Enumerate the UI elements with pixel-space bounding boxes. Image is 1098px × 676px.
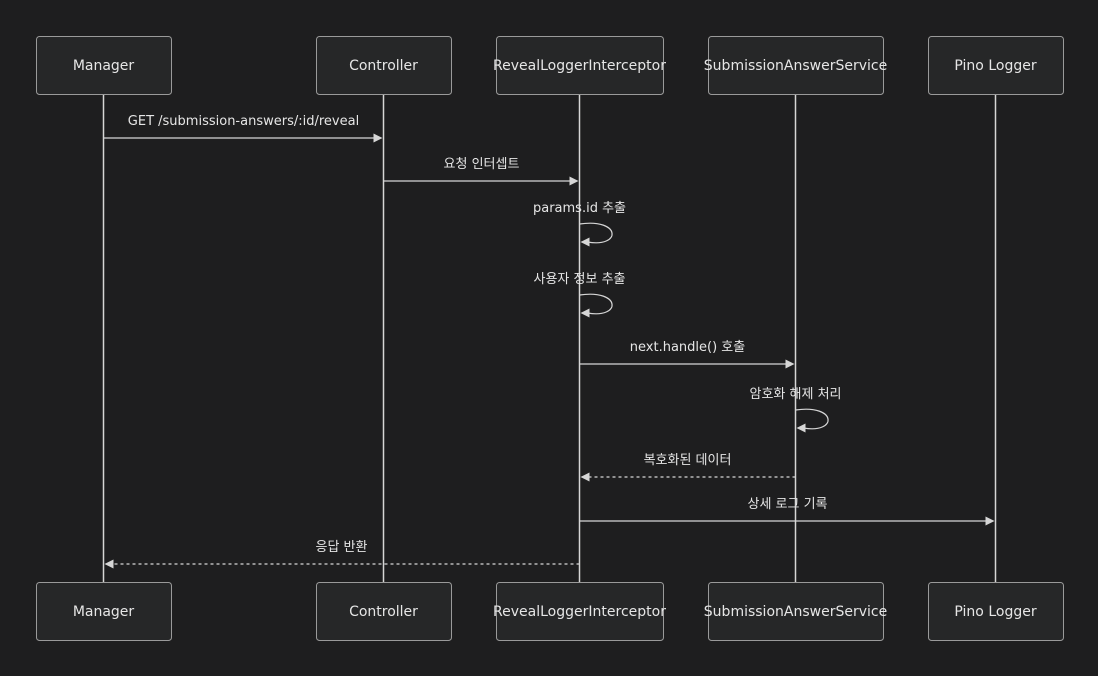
actor-label: Controller: [349, 58, 418, 74]
arrow-head-icon: [985, 516, 995, 526]
message-label: 복호화된 데이터: [644, 453, 732, 468]
message-label: 상세 로그 기록: [747, 497, 827, 512]
actor-box: [496, 36, 664, 95]
actor-box: [496, 582, 664, 641]
actor-label: Pino Logger: [954, 58, 1036, 74]
message-8: 상세 로그 기록: [579, 497, 995, 526]
message-2: 요청 인터셉트: [383, 157, 579, 186]
self-loop: [579, 222, 613, 244]
arrow-head-icon: [104, 559, 114, 569]
message-label: next.handle() 호출: [630, 340, 745, 355]
message-label: 암호화 해제 처리: [750, 387, 842, 402]
actor-bottom-manager[interactable]: Manager: [36, 582, 172, 641]
actor-label: Controller: [349, 604, 418, 620]
actor-box: [316, 582, 452, 641]
actors-bottom: Manager Controller RevealLoggerInterceptor…: [36, 582, 1064, 641]
actor-top-logger[interactable]: Pino Logger: [928, 36, 1064, 95]
actor-box: [928, 582, 1064, 641]
message-4: 사용자 정보 추출: [534, 272, 626, 318]
arrow-head-icon: [580, 237, 590, 247]
message-label: 사용자 정보 추출: [534, 272, 626, 287]
message-label: 요청 인터셉트: [444, 157, 520, 172]
actor-label: Manager: [73, 58, 135, 74]
actor-bottom-interceptor[interactable]: RevealLoggerInterceptor: [493, 582, 666, 641]
message-6: 암호화 해제 처리: [750, 387, 842, 433]
actor-bottom-service[interactable]: SubmissionAnswerService: [704, 582, 887, 641]
message-label: params.id 추출: [533, 201, 626, 216]
arrow-head-icon: [580, 308, 590, 318]
actor-label: RevealLoggerInterceptor: [493, 604, 666, 620]
actor-box: [708, 36, 884, 95]
arrow-head-icon: [580, 472, 590, 482]
actor-label: Manager: [73, 604, 135, 620]
message-5: next.handle() 호출: [579, 340, 795, 369]
actor-bottom-logger[interactable]: Pino Logger: [928, 582, 1064, 641]
actor-box: [928, 36, 1064, 95]
self-loop: [579, 293, 613, 315]
message-1: GET /submission-answers/:id/reveal: [103, 114, 383, 143]
actor-label: SubmissionAnswerService: [704, 604, 887, 620]
actor-label: Pino Logger: [954, 604, 1036, 620]
self-loop: [795, 408, 829, 430]
arrow-head-icon: [785, 359, 795, 369]
arrow-head-icon: [373, 133, 383, 143]
actor-box: [708, 582, 884, 641]
actor-box: [36, 582, 172, 641]
actor-label: SubmissionAnswerService: [704, 58, 887, 74]
message-9: 응답 반환: [104, 540, 580, 569]
message-label: GET /submission-answers/:id/reveal: [128, 114, 359, 129]
arrow-head-icon: [796, 423, 806, 433]
arrow-head-icon: [569, 176, 579, 186]
actor-top-interceptor[interactable]: RevealLoggerInterceptor: [493, 36, 666, 95]
message-label: 응답 반환: [316, 540, 368, 555]
actor-top-manager[interactable]: Manager: [36, 36, 172, 95]
actor-bottom-controller[interactable]: Controller: [316, 582, 452, 641]
message-3: params.id 추출: [533, 201, 626, 247]
message-7: 복호화된 데이터: [580, 453, 796, 482]
actor-top-service[interactable]: SubmissionAnswerService: [704, 36, 887, 95]
actors-top: Manager Controller RevealLoggerInterceptor…: [36, 36, 1064, 95]
actor-box: [36, 36, 172, 95]
actor-label: RevealLoggerInterceptor: [493, 58, 666, 74]
actor-top-controller[interactable]: Controller: [316, 36, 452, 95]
actor-box: [316, 36, 452, 95]
messages: GET /submission-answers/:id/reveal 요청 인터셉…: [103, 114, 995, 569]
lifelines: [102, 94, 997, 582]
